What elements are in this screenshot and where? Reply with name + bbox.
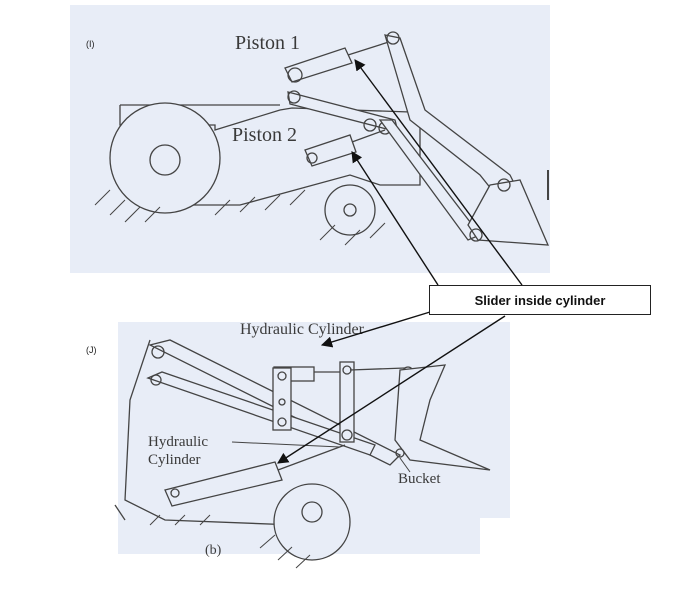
- figure-j-tag: (J): [86, 345, 97, 355]
- pin-e: [341, 429, 353, 441]
- bucket-top-link: [349, 367, 406, 371]
- rear-wheel: [109, 102, 221, 214]
- boom-top-pin: [386, 31, 400, 45]
- frame-outline-j: [124, 339, 296, 526]
- upper-boom-pin-j: [151, 345, 165, 359]
- lower-boom-pin-j: [150, 374, 162, 386]
- piston-1-base-pin: [287, 67, 303, 83]
- lower-boom-j: [146, 371, 376, 456]
- label-hydraulic-left-line1: Hydraulic: [148, 434, 208, 450]
- label-hydraulic-cylinder-top: Hydraulic Cylinder: [240, 321, 365, 338]
- loader-drawing-i: [94, 31, 550, 246]
- callout-arrows: [277, 59, 523, 464]
- ground-hatching-j: [149, 514, 311, 569]
- bucket-lower-pin: [469, 228, 483, 242]
- leader-hydraulic: [231, 441, 341, 448]
- pin-c: [277, 417, 287, 427]
- arrow-to-piston-2: [351, 151, 439, 286]
- pin-b: [278, 398, 286, 406]
- scan-blank-patch: [480, 518, 512, 556]
- piston-2-pivot-pin: [363, 118, 377, 132]
- lower-hydraulic-cylinder: [164, 461, 283, 507]
- loader-drawing-j: [114, 339, 491, 569]
- frame-edge-j: [114, 504, 126, 521]
- bucket-bottom-pin: [395, 448, 405, 458]
- callout-slider-inside-cylinder: Slider inside cylinder: [429, 285, 651, 315]
- vertical-link-right: [339, 361, 355, 443]
- arrow-to-lower-cylinder: [277, 315, 506, 464]
- pin-a: [277, 371, 287, 381]
- label-sub-b: (b): [205, 543, 222, 558]
- label-hydraulic-left-line2: Cylinder: [148, 452, 201, 468]
- front-wheel-hub: [343, 203, 357, 217]
- bucket-j: [394, 364, 491, 471]
- arrow-to-piston-1: [354, 59, 523, 286]
- arrow-to-top-cylinder: [320, 311, 431, 348]
- label-piston-1: Piston 1: [235, 32, 300, 54]
- piston-2-rod: [351, 129, 386, 143]
- bucket-upper-pin: [497, 178, 511, 192]
- lower-link-pin: [287, 90, 301, 104]
- wheel-hub-j: [301, 501, 323, 523]
- ground-hatching: [94, 189, 386, 246]
- figure-i-tag: (I): [86, 39, 95, 49]
- piston-2-base-pin: [306, 152, 318, 164]
- label-piston-2: Piston 2: [232, 124, 297, 146]
- leader-bucket: [399, 457, 411, 473]
- rear-wheel-hub: [149, 144, 181, 176]
- lower-cylinder-rod: [277, 444, 346, 471]
- label-bucket: Bucket: [398, 471, 441, 487]
- front-wheel: [324, 184, 376, 236]
- lower-cylinder-pin: [170, 488, 180, 498]
